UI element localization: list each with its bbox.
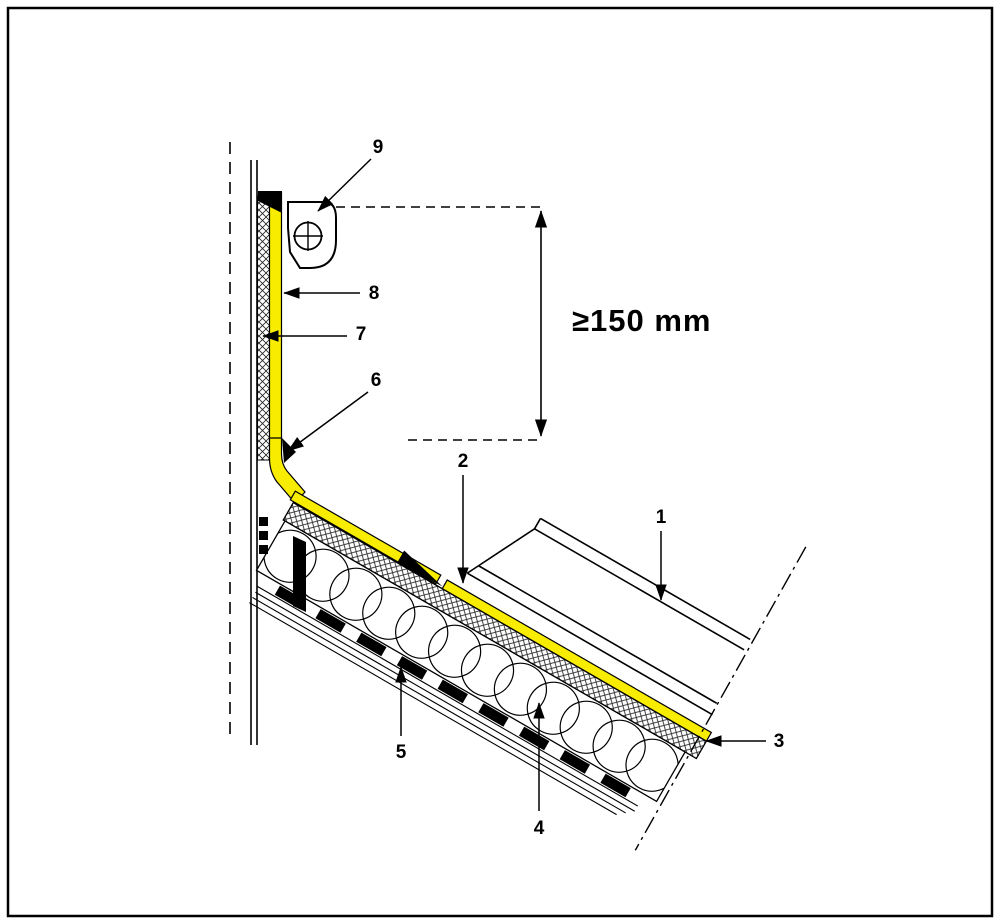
callout-label-4: 4 — [534, 818, 545, 839]
wall-separation-layer-hatch — [257, 195, 270, 461]
callout-label-2: 2 — [458, 451, 469, 472]
insulation-layer — [255, 520, 686, 803]
insulation-loop — [559, 700, 613, 754]
deck-lines — [249, 585, 639, 816]
callout-label-6: 6 — [371, 370, 382, 391]
deck-line — [256, 585, 639, 807]
roof-covering-layer — [466, 517, 751, 716]
callout-5: 5 — [395, 666, 407, 763]
leader-line-6 — [287, 391, 369, 452]
insulation-loop — [427, 624, 482, 678]
insulation-loop — [460, 643, 515, 697]
callout-1: 1 — [655, 507, 667, 601]
callout-6: 6 — [287, 370, 382, 452]
vapour-barrier-dash — [356, 632, 387, 657]
callout-4: 4 — [533, 702, 545, 839]
callout-label-8: 8 — [369, 283, 380, 304]
callout-3: 3 — [705, 731, 785, 752]
callout-8: 8 — [283, 283, 380, 304]
vapour-barrier-dash — [600, 773, 631, 798]
membrane-top-seal — [258, 191, 282, 213]
covering-end-face — [478, 528, 535, 567]
callout-label-5: 5 — [396, 742, 407, 763]
membrane-corner-bend — [268, 437, 306, 504]
wall-membrane-upstand — [268, 192, 283, 441]
insulation-loop — [395, 605, 449, 659]
covering-line-2 — [534, 528, 745, 651]
callout-2: 2 — [457, 451, 469, 584]
insulation-loop — [362, 586, 416, 640]
leader-line-9 — [317, 158, 372, 212]
membrane-end-cap — [293, 536, 306, 612]
covering-line-4 — [466, 572, 713, 716]
callout-label-9: 9 — [373, 137, 384, 158]
section-cut-line — [634, 546, 807, 851]
fixing-dowel — [259, 517, 268, 526]
deck-line — [252, 596, 626, 814]
callout-9: 9 — [317, 137, 384, 212]
callout-label-3: 3 — [774, 731, 785, 752]
fixing-dowels — [259, 517, 268, 554]
deck-line — [255, 591, 636, 812]
covering-end-edge-bottom — [466, 565, 479, 574]
vapour-barrier-dash — [315, 609, 346, 633]
callout-7: 7 — [262, 324, 367, 345]
vapour-barrier-dash — [559, 750, 591, 774]
fixing-dowel — [259, 531, 268, 540]
vapour-barrier-dash — [396, 656, 428, 680]
insulation-loop — [329, 567, 383, 621]
fastener-mark-icon — [293, 221, 323, 251]
covering-end-edge-top — [533, 517, 542, 530]
covering-line-3 — [478, 565, 718, 704]
membrane-weld-edge — [397, 550, 443, 587]
vapour-barrier-dash — [518, 726, 550, 751]
insulation-loop — [526, 681, 580, 735]
drawing-frame — [6, 6, 994, 918]
roof-assembly — [249, 490, 807, 851]
covering-line-1 — [540, 517, 751, 641]
callout-label-7: 7 — [356, 324, 367, 345]
fixing-dowel — [259, 545, 268, 554]
insulation-loop — [592, 719, 646, 773]
callouts: 9 8 7 6 2 1 3 5 — [262, 137, 785, 839]
callout-label-1: 1 — [656, 507, 667, 528]
vapour-barrier-dash — [478, 703, 509, 727]
dimension-150mm: ≥150 mm — [336, 206, 711, 441]
dimension-label: ≥150 mm — [572, 303, 711, 338]
vapour-barrier-dash — [437, 679, 468, 704]
insulation-outline — [255, 520, 686, 803]
deck-line — [249, 602, 617, 816]
